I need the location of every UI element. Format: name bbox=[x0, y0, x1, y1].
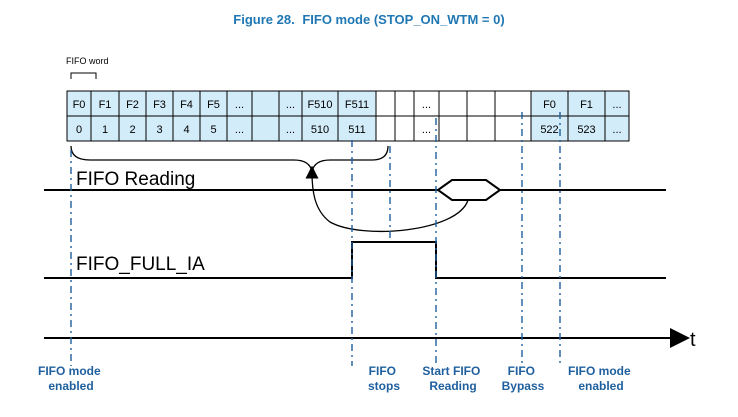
event-fifo-bypass: FIFO Bypass bbox=[502, 364, 545, 393]
fifo-word-bracket bbox=[70, 72, 97, 79]
fifo-cell-index: ... bbox=[235, 124, 244, 136]
time-axis-label: t bbox=[690, 329, 696, 351]
fifo-cell bbox=[251, 115, 280, 142]
fifo-cell bbox=[118, 115, 147, 142]
fifo-cell-label: F2 bbox=[126, 99, 139, 111]
fifo-cell bbox=[394, 90, 415, 117]
fifo-cell bbox=[438, 115, 468, 142]
fifo-cell-index: 511 bbox=[348, 124, 366, 136]
fifo-cell-index: 3 bbox=[156, 124, 162, 136]
fifo-full-ia-label: FIFO_FULL_IA bbox=[76, 254, 205, 275]
fifo-cell bbox=[251, 90, 280, 117]
fifo-cell-index: 523 bbox=[577, 124, 595, 136]
event-mode-enabled-1: FIFO mode enabled bbox=[38, 364, 104, 393]
fifo-cell-label: ... bbox=[612, 99, 621, 111]
fifo-reading-label: FIFO Reading bbox=[76, 169, 195, 190]
fifo-cell-index: 1 bbox=[102, 124, 108, 136]
read-loop-arrow bbox=[305, 165, 469, 232]
fifo-cell bbox=[375, 115, 396, 142]
fifo-cell-label: F4 bbox=[180, 99, 193, 111]
fifo-cell-label: ... bbox=[235, 99, 244, 111]
fifo-cell bbox=[375, 90, 396, 117]
fifo-cell-label: F1 bbox=[580, 99, 593, 111]
fifo-reading-bubble bbox=[436, 179, 502, 201]
fifo-cell-label: ... bbox=[286, 99, 295, 111]
fifo-cell-index: 5 bbox=[210, 124, 216, 136]
fifo-cell-label: F510 bbox=[307, 99, 332, 111]
event-fifo-stops: FIFO stops bbox=[368, 364, 400, 393]
fifo-cell-label: F0 bbox=[73, 99, 86, 111]
fifo-cell-label: F1 bbox=[99, 99, 112, 111]
fifo-cell-index: ... bbox=[612, 124, 621, 136]
fifo-cell bbox=[494, 115, 532, 142]
fifo-cell-label: F3 bbox=[153, 99, 166, 111]
event-start-reading: Start FIFO Reading bbox=[422, 364, 483, 393]
fifo-cell bbox=[337, 115, 377, 142]
fifo-cell bbox=[172, 115, 201, 142]
fifo-cell bbox=[337, 90, 377, 117]
fifo-cell bbox=[145, 115, 174, 142]
fifo-cell-index: 522 bbox=[540, 124, 558, 136]
fifo-cell-label: F511 bbox=[345, 99, 369, 111]
fifo-cell bbox=[604, 115, 630, 142]
fifo-cell bbox=[567, 115, 606, 142]
fifo-cell bbox=[567, 90, 606, 117]
fifo-cell-index: ... bbox=[286, 124, 295, 136]
fifo-cell-grid: F0 0 F1 1 F2 2 F3 3 F4 4 F5 5............ F510 510 F51… bbox=[66, 90, 630, 142]
fifo-cell-index: 0 bbox=[76, 124, 82, 136]
fifo-cell-index: 2 bbox=[129, 124, 135, 136]
event-labels: FIFO mode enabled FIFO stops Start FIFO … bbox=[38, 364, 634, 393]
fifo-cell bbox=[438, 90, 468, 117]
fifo-cell bbox=[604, 90, 630, 117]
fifo-cell bbox=[494, 90, 532, 117]
fifo-cell-index: 510 bbox=[311, 124, 329, 136]
fifo-word-label: FIFO word bbox=[66, 56, 109, 66]
fifo-cell-label: F0 bbox=[543, 99, 556, 111]
event-mode-enabled-2: FIFO mode enabled bbox=[568, 364, 634, 393]
fifo-cell bbox=[66, 115, 92, 142]
fifo-cell-label: F5 bbox=[207, 99, 220, 111]
fifo-cell bbox=[226, 115, 253, 142]
figure-title: FIFO mode (STOP_ON_WTM = 0) bbox=[302, 12, 504, 27]
fifo-cell-index: 4 bbox=[183, 124, 189, 136]
fifo-full-ia-waveform bbox=[44, 241, 666, 279]
fifo-cell bbox=[394, 115, 415, 142]
fifo-cell-index: ... bbox=[422, 124, 431, 136]
figure-caption: Figure 28. FIFO mode (STOP_ON_WTM = 0) bbox=[233, 12, 504, 27]
fifo-cell bbox=[466, 115, 496, 142]
fifo-cell bbox=[466, 90, 496, 117]
figure-number: Figure 28. bbox=[233, 12, 294, 27]
fifo-cell bbox=[199, 115, 228, 142]
fifo-cell-label: ... bbox=[422, 99, 431, 111]
